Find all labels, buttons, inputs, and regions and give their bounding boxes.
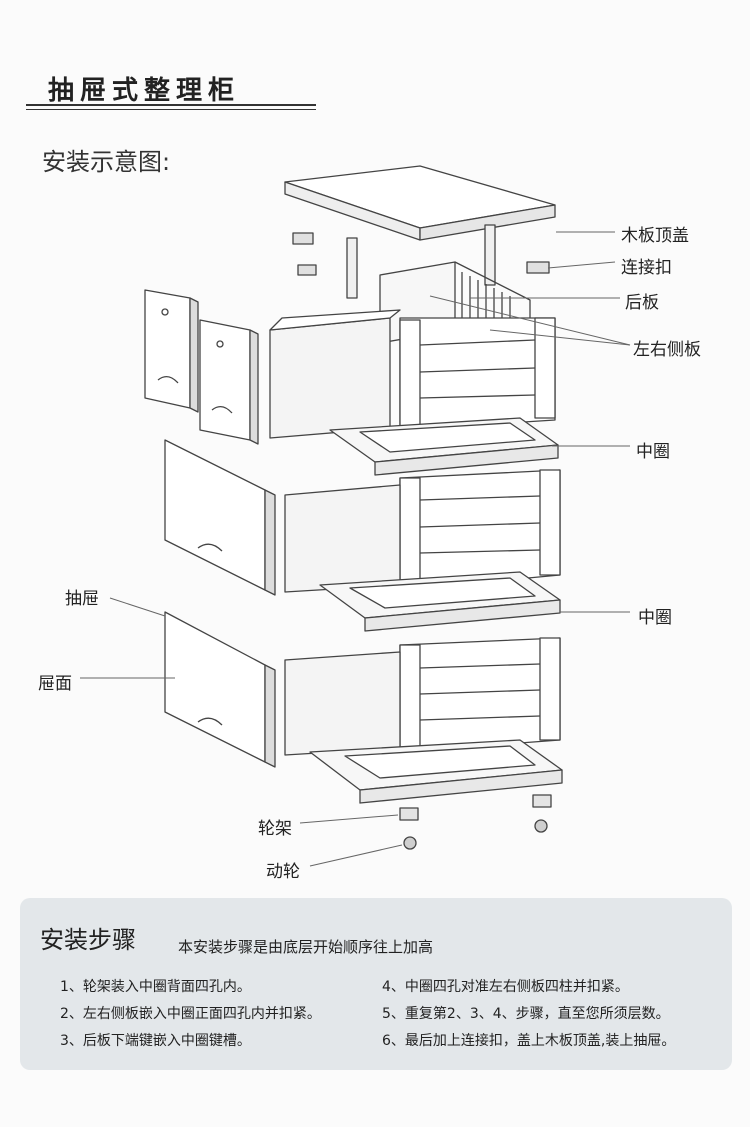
label-drawer-front: 屉面 [38,674,72,694]
steps-title: 安装步骤 [40,926,136,954]
label-middle-ring-1: 中圈 [636,442,670,462]
label-top-cover: 木板顶盖 [621,226,689,246]
middle-ring-upper [329,417,559,476]
label-middle-ring-2: 中圈 [638,608,672,628]
label-connector: 连接扣 [621,258,672,278]
lower-drawer-front [164,611,276,768]
step-item: 5、重复第2、3、4、步骤，直至您所须层数。 [382,1006,670,1022]
wheel-frames [399,794,552,821]
label-side-panels: 左右侧板 [633,340,701,360]
leader-lines [80,231,631,867]
label-caster: 动轮 [266,862,300,882]
step-item: 2、左右侧板嵌入中圈正面四孔内并扣紧。 [60,1006,321,1022]
casters [403,819,548,850]
step-item: 6、最后加上连接扣，盖上木板顶盖,装上抽屉。 [382,1033,676,1049]
steps-note: 本安装步骤是由底层开始顺序往上加高 [178,938,434,956]
label-wheel-frame: 轮架 [258,819,292,839]
top-cover-board [284,165,556,299]
upper-drawer-fronts [144,289,259,445]
middle-drawer-front [164,439,276,596]
middle-ring-lower [319,571,561,632]
base-ring [309,739,563,804]
steps-panel [20,898,732,1070]
upper-tier [269,261,556,439]
step-item: 1、轮架装入中圈背面四孔内。 [60,979,251,995]
middle-tier [284,469,561,593]
title-underline [26,104,316,106]
page-title: 抽屉式整理柜 [48,76,241,106]
title-underline-thin [26,109,316,110]
exploded-cabinet-diagram [80,165,631,867]
step-item: 3、后板下端键嵌入中圈键槽。 [60,1033,251,1049]
label-back-panel: 后板 [625,293,659,313]
lower-tier [284,637,561,756]
step-item: 4、中圈四孔对准左右侧板四柱并扣紧。 [382,979,629,995]
diagram-subtitle: 安装示意图: [42,148,171,176]
label-drawer: 抽屉 [65,589,99,609]
